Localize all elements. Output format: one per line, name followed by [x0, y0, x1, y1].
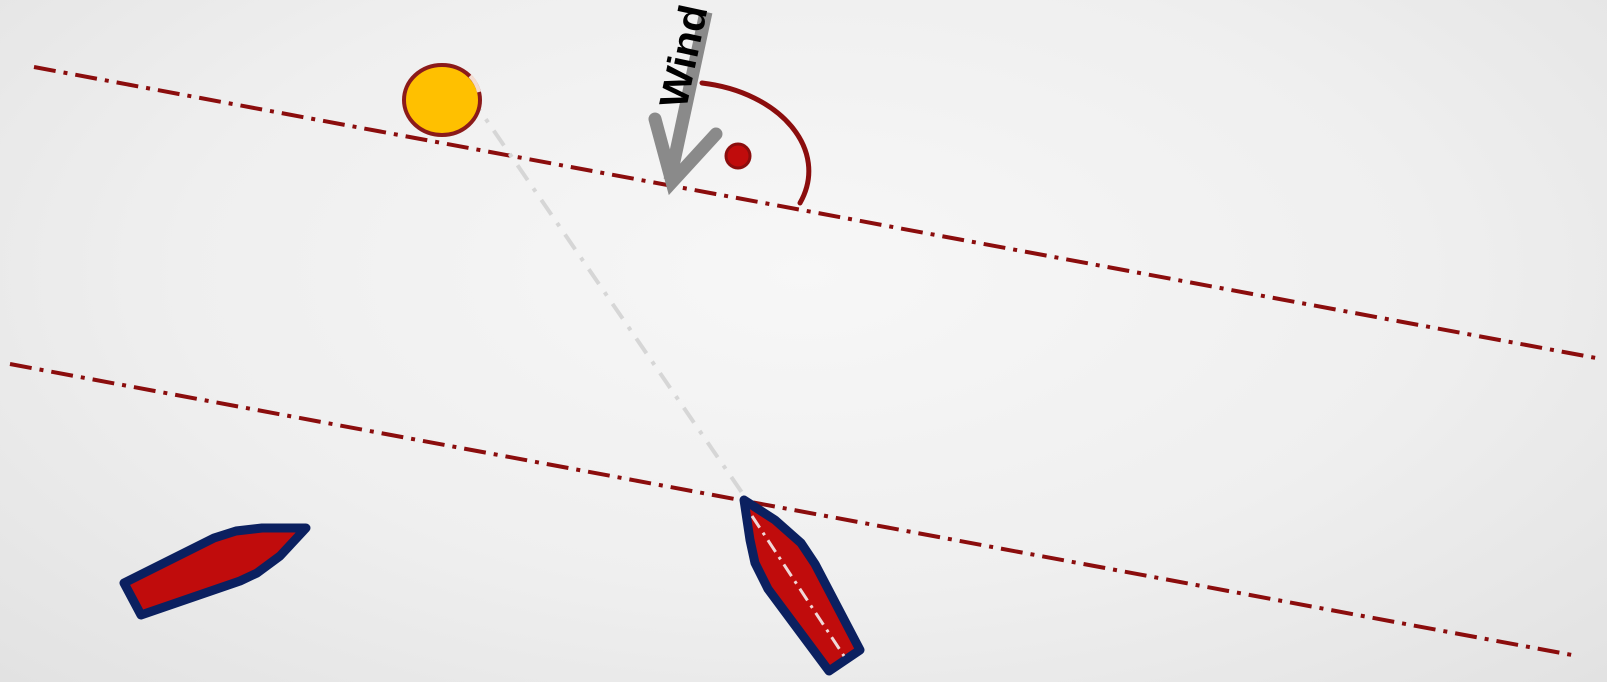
mark-buoy-icon [404, 65, 480, 135]
small-mark-icon [726, 144, 750, 168]
boat-right-icon [744, 500, 860, 671]
upper-zone-line [34, 67, 1596, 358]
wind-label: Wind [652, 1, 717, 112]
boat-left-icon [124, 528, 306, 615]
rounding-arc [702, 83, 809, 203]
